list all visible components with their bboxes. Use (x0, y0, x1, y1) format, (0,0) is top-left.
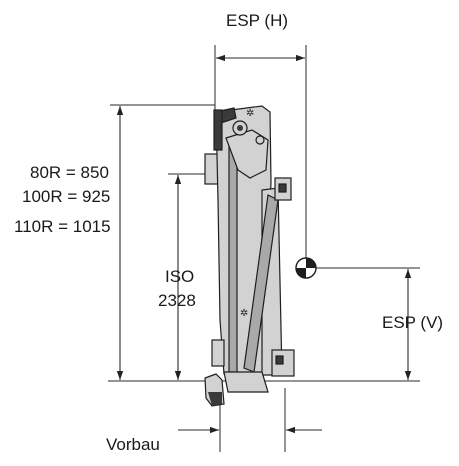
svg-text:✲: ✲ (240, 308, 248, 319)
height-100r-label: 100R = 925 (22, 187, 110, 206)
esp-h-label: ESP (H) (226, 11, 288, 30)
iso-label: ISO (165, 267, 194, 286)
vorbau-dimension (178, 388, 322, 452)
height-110r-label: 110R = 1015 (14, 217, 111, 236)
esp-v-label: ESP (V) (382, 313, 443, 332)
carriage-body: ✲ ✲ (204, 105, 295, 407)
height-80r-label: 80R = 850 (30, 163, 109, 182)
overall-height-dimension (110, 104, 215, 380)
iso-dimension (168, 173, 210, 380)
svg-text:✲: ✲ (246, 108, 254, 119)
vorbau-label: Vorbau (106, 435, 160, 454)
esp-h-dimension (214, 45, 307, 262)
iso-value-label: 2328 (158, 291, 196, 310)
center-of-gravity-icon (295, 257, 317, 279)
esp-v-dimension (316, 267, 420, 380)
